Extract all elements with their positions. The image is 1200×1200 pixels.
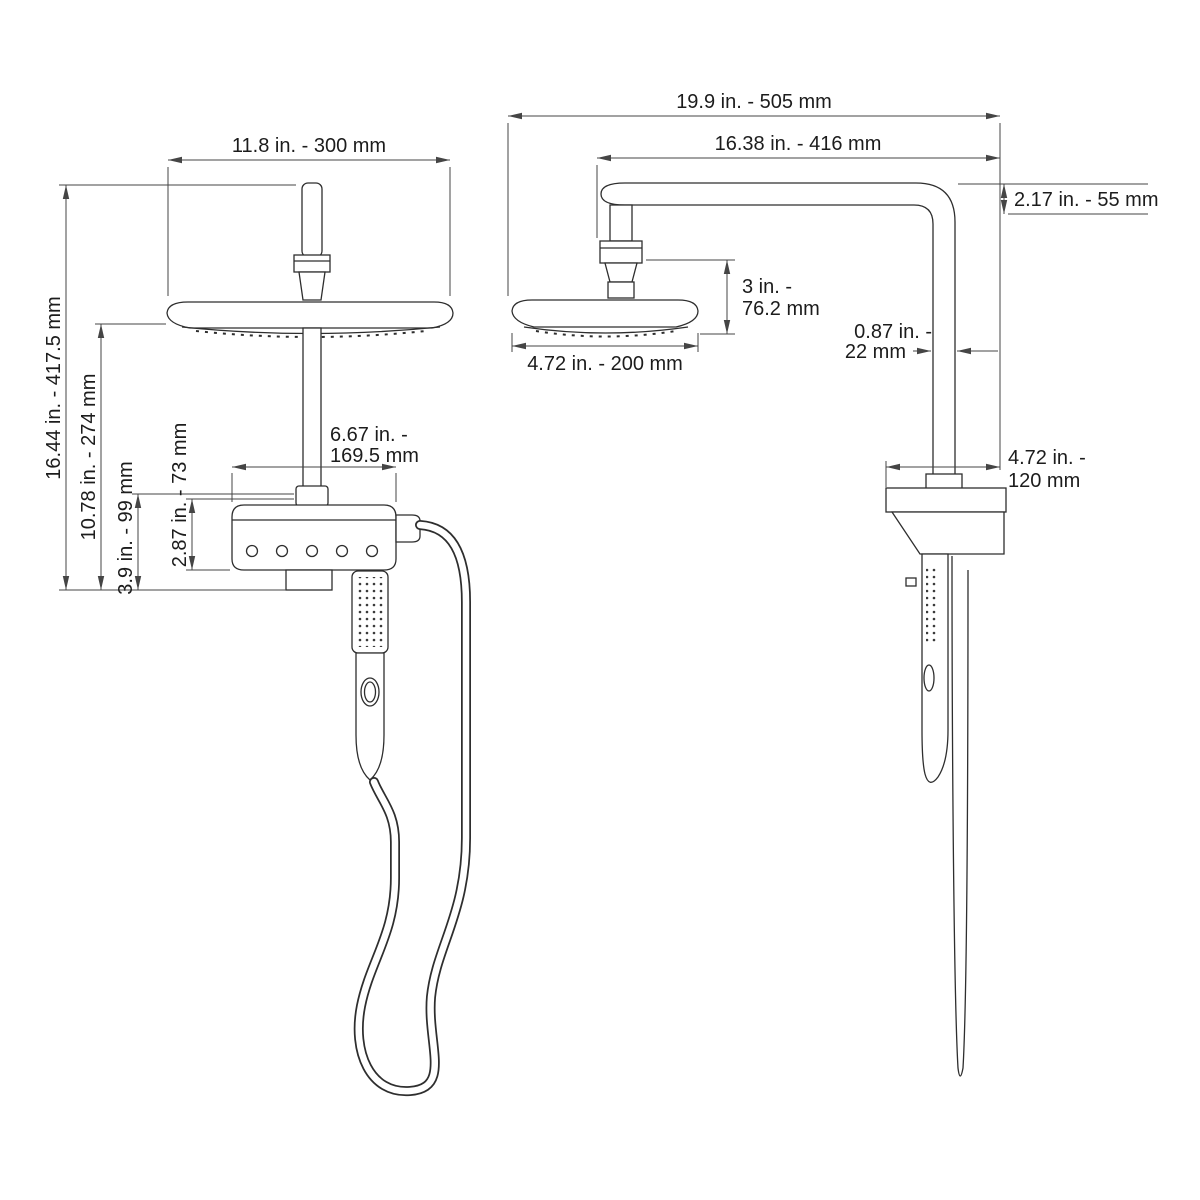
dim-overall-depth-label: 19.9 in. - 505 mm — [676, 91, 832, 113]
side-view-drawing — [511, 182, 1007, 1077]
hose-outlet — [395, 514, 421, 543]
dim-head-depth: 4.72 in. - 200 mm — [511, 333, 699, 375]
dim-valve-width-label-line1: 6.67 in. - — [330, 424, 408, 446]
handshower-side — [921, 553, 949, 783]
dim-valve-99-label: 3.9 in. - 99 mm — [115, 461, 137, 594]
side-view-dimensions: 19.9 in. - 505 mm 16.38 in. - 416 mm 2.1… — [507, 91, 1159, 492]
dim-overall-height-label: 16.44 in. - 417.5 mm — [43, 296, 65, 479]
wall-bracket-front — [285, 569, 333, 591]
dim-head-drop: 3 in. - 76.2 mm — [646, 259, 820, 335]
dim-arm-drop: 2.17 in. - 55 mm — [958, 183, 1159, 215]
dim-head-width-label: 11.8 in. - 300 mm — [232, 135, 386, 157]
dim-valve-99: 3.9 in. - 99 mm — [115, 461, 294, 595]
front-view-drawing — [166, 182, 471, 1097]
dim-valve-73-label: 2.87 in. - 73 mm — [169, 423, 191, 568]
dim-arm-reach-label: 16.38 in. - 416 mm — [715, 133, 882, 155]
dim-arm-drop-label: 2.17 in. - 55 mm — [1014, 189, 1159, 211]
dim-pipe-width: 0.87 in. - 22 mm — [845, 321, 998, 363]
slide-bar — [295, 327, 329, 507]
dim-valve-width: 6.67 in. - 169.5 mm — [231, 424, 419, 502]
hose-front — [353, 520, 471, 1097]
shower-arm-and-pipe — [600, 182, 956, 490]
spray-face-dots-side — [926, 568, 939, 644]
dim-overall-depth: 19.9 in. - 505 mm — [507, 91, 1001, 470]
dim-head-drop-label-line1: 3 in. - — [742, 276, 792, 298]
bracket-screw — [905, 577, 917, 587]
handshower-front — [351, 570, 389, 781]
hose-side — [951, 555, 969, 1077]
spray-face-dots — [357, 577, 383, 647]
dim-head-drop-label-line2: 76.2 mm — [742, 298, 820, 320]
shower-head-side — [511, 299, 699, 338]
dim-overall-height: 16.44 in. - 417.5 mm — [43, 184, 296, 591]
wall-bracket-side — [885, 473, 1007, 587]
handshower-button-side — [923, 664, 935, 692]
dim-head-to-bracket: 10.78 in. - 274 mm — [78, 323, 166, 590]
dim-arm-reach: 16.38 in. - 416 mm — [596, 133, 1000, 238]
front-view-dimensions: 11.8 in. - 300 mm 16.44 in. - 417.5 mm 1… — [43, 135, 451, 595]
dim-bracket-depth: 4.72 in. - 120 mm — [885, 447, 1086, 492]
dim-head-depth-label: 4.72 in. - 200 mm — [527, 353, 683, 375]
dim-pipe-width-label-line1: 0.87 in. - — [854, 321, 932, 343]
dim-head-width: 11.8 in. - 300 mm — [167, 135, 451, 296]
arm-connector-side — [599, 204, 643, 299]
dim-head-to-bracket-label: 10.78 in. - 274 mm — [78, 374, 100, 541]
dim-valve-width-label-line2: 169.5 mm — [330, 445, 419, 467]
valve-body-front — [231, 504, 421, 591]
dim-bracket-depth-label-line2: 120 mm — [1008, 470, 1080, 492]
shower-pipe-top — [293, 182, 331, 301]
dim-bracket-depth-label-line1: 4.72 in. - — [1008, 447, 1086, 469]
dim-pipe-width-label-line2: 22 mm — [845, 341, 906, 363]
dim-valve-73: 2.87 in. - 73 mm — [169, 423, 294, 571]
